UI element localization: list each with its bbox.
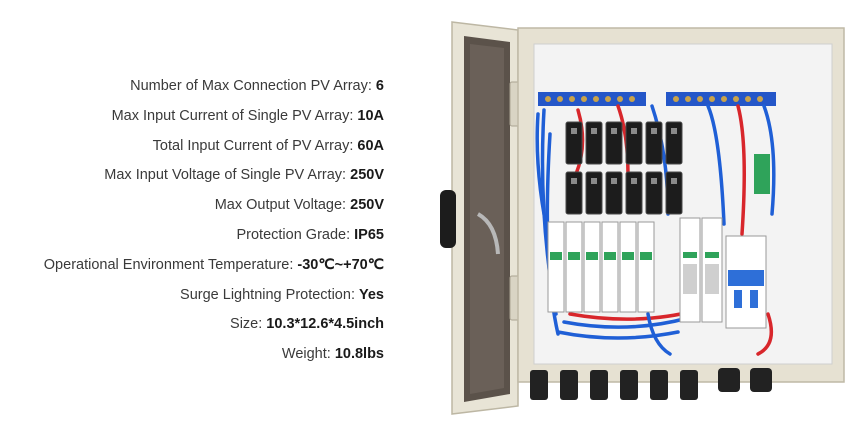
spec-label: Max Input Current of Single PV Array: (111, 107, 358, 124)
spec-row-total-current: Total Input Current of PV Array: 60A (0, 132, 384, 162)
spec-value: 250V (350, 197, 384, 214)
spec-value: IP65 (354, 226, 384, 243)
spec-row-output-voltage: Max Output Voltage: 250V (0, 191, 384, 221)
spec-label: Max Input Voltage of Single PV Array: (104, 167, 351, 184)
door-latch-icon (440, 190, 456, 248)
surge-protector-icon (547, 217, 723, 323)
spec-row-temperature: Operational Environment Temperature: -30… (0, 251, 384, 281)
spec-label: Protection Grade: (236, 226, 355, 243)
combiner-box-photo (440, 21, 845, 415)
spec-row-weight: Weight: 10.8lbs (0, 340, 384, 370)
cable-gland-icon (530, 368, 772, 400)
spec-label: Number of Max Connection PV Array: (130, 78, 376, 94)
spec-label: Max Output Voltage: (214, 197, 351, 214)
spec-value: 10.8lbs (334, 346, 384, 363)
spec-value: 60A (357, 137, 384, 154)
spec-value: 10A (357, 107, 384, 124)
spec-label: Surge Lightning Protection: (180, 286, 359, 303)
wiring (535, 104, 776, 356)
spec-row-size: Size: 10.3*12.6*4.5inch (0, 310, 384, 340)
spec-value: 6 (375, 78, 384, 94)
fuse-holder-icon (565, 121, 683, 215)
spec-row-max-connections: Number of Max Connection PV Array: 6 (0, 72, 384, 102)
spec-row-single-current: Max Input Current of Single PV Array: 10… (0, 102, 384, 132)
spec-value: 250V (350, 167, 384, 184)
terminal-block (754, 154, 770, 194)
spec-label: Total Input Current of PV Array: (152, 137, 358, 154)
spec-list: Number of Max Connection PV Array: 6 Max… (0, 72, 384, 370)
spec-row-surge-protection: Surge Lightning Protection: Yes (0, 281, 384, 311)
spec-value: Yes (359, 286, 384, 303)
spec-label: Weight: (281, 346, 335, 363)
spec-label: Operational Environment Temperature: (43, 256, 298, 273)
terminal-bus-bars (538, 92, 776, 106)
spec-label: Size: (230, 316, 267, 333)
spec-row-protection-grade: Protection Grade: IP65 (0, 221, 384, 251)
circuit-breaker-icon (725, 235, 767, 329)
spec-value: -30℃~+70℃ (297, 256, 384, 273)
spec-row-single-voltage: Max Input Voltage of Single PV Array: 25… (0, 161, 384, 191)
spec-value: 10.3*12.6*4.5inch (266, 316, 384, 333)
enclosure-door (440, 21, 523, 415)
